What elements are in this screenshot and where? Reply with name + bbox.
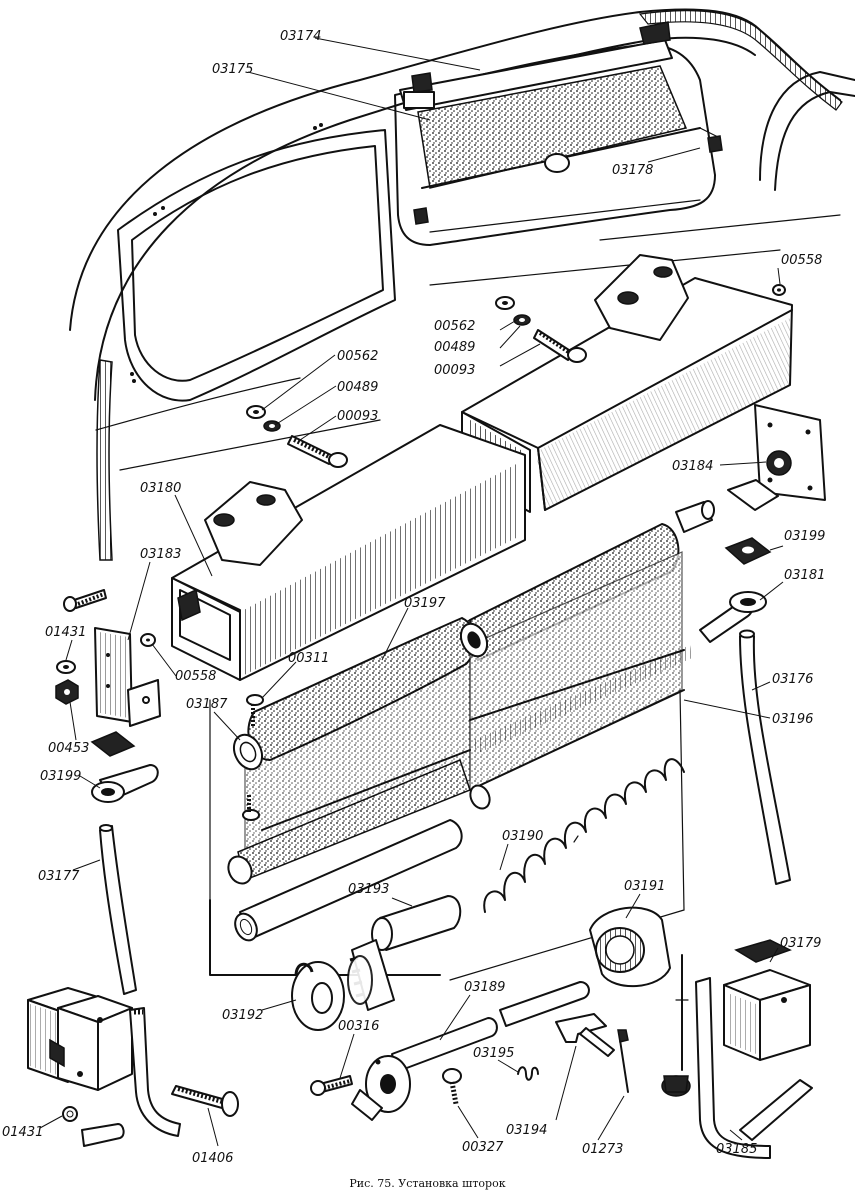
label-03183: 03183: [140, 547, 181, 562]
ring-03191: [589, 906, 671, 988]
pin-01273: [617, 1029, 629, 1093]
label-01273: 01273: [582, 1142, 623, 1157]
rear-window: [394, 43, 716, 246]
label-03194: 03194: [506, 1123, 547, 1138]
knob-rod: [661, 954, 691, 1097]
clamp-right: [695, 939, 813, 1159]
label-03190: 03190: [502, 829, 543, 844]
label-03187: 03187: [186, 697, 228, 712]
label-03193: 03193: [348, 882, 389, 897]
label-00327: 00327: [462, 1140, 504, 1155]
label-01431: 01431: [2, 1125, 43, 1140]
flange-shaft: [351, 1055, 411, 1121]
leader-lines: [39, 37, 784, 1147]
blind-roller-03197: [227, 500, 715, 885]
spring-03190: [483, 758, 685, 913]
rod-03176: [699, 591, 791, 885]
bracket-03183: [55, 589, 161, 757]
label-03197: 03197: [404, 596, 446, 611]
label-03199: 03199: [784, 529, 825, 544]
bracket-03184: [727, 404, 826, 511]
spring-clip-03195: [517, 1066, 539, 1081]
installed-shade-03174: [399, 21, 723, 225]
shaft-03189: [391, 981, 590, 1073]
label-03174: 03174: [280, 29, 321, 44]
left-housing-03180: [171, 424, 526, 681]
label-00558: 00558: [175, 669, 216, 684]
label-03175: 03175: [212, 62, 253, 77]
label-03195: 03195: [473, 1046, 514, 1061]
nut-03199-right: [724, 537, 772, 565]
label-01431: 01431: [45, 625, 86, 640]
label-00093: 00093: [337, 409, 378, 424]
label-00489: 00489: [337, 380, 378, 395]
label-00558: 00558: [781, 253, 822, 268]
label-00562: 00562: [337, 349, 378, 364]
label-00489: 00489: [434, 340, 475, 355]
part-labels: 03174 03175 03178 00558 00562 00489 0009…: [2, 29, 825, 1166]
screw-00316: [310, 1075, 353, 1096]
car-roof-body: [69, 8, 843, 561]
label-03178: 03178: [612, 163, 653, 178]
lever-03194: [555, 1013, 615, 1057]
label-03184: 03184: [672, 459, 713, 474]
label-03192: 03192: [222, 1008, 263, 1023]
washer-03192: [291, 961, 345, 1031]
label-00316: 00316: [338, 1019, 379, 1034]
label-03191: 03191: [624, 879, 665, 894]
label-03199: 03199: [40, 769, 81, 784]
right-quarter: [759, 71, 855, 191]
gear-shaft-03193: [347, 895, 462, 1011]
upper-fasteners: [246, 284, 786, 468]
screw-00327: [442, 1068, 462, 1105]
label-03185: 03185: [716, 1142, 757, 1157]
label-00093: 00093: [434, 363, 475, 378]
label-00311: 00311: [288, 651, 329, 666]
left-window: [117, 123, 396, 402]
label-03179: 03179: [780, 936, 821, 951]
screws-00311: [242, 694, 264, 821]
label-03181: 03181: [784, 568, 825, 583]
label-03180: 03180: [140, 481, 181, 496]
label-01406: 01406: [192, 1151, 233, 1166]
label-00562: 00562: [434, 319, 475, 334]
label-00453: 00453: [48, 741, 89, 756]
label-03189: 03189: [464, 980, 505, 995]
label-03196: 03196: [772, 712, 813, 727]
label-03177: 03177: [38, 869, 80, 884]
rod-03177: [91, 764, 159, 995]
figure-caption: Рис. 75. Установка шторок: [349, 1177, 506, 1190]
clamp-left: [27, 987, 239, 1147]
label-03176: 03176: [772, 672, 813, 687]
